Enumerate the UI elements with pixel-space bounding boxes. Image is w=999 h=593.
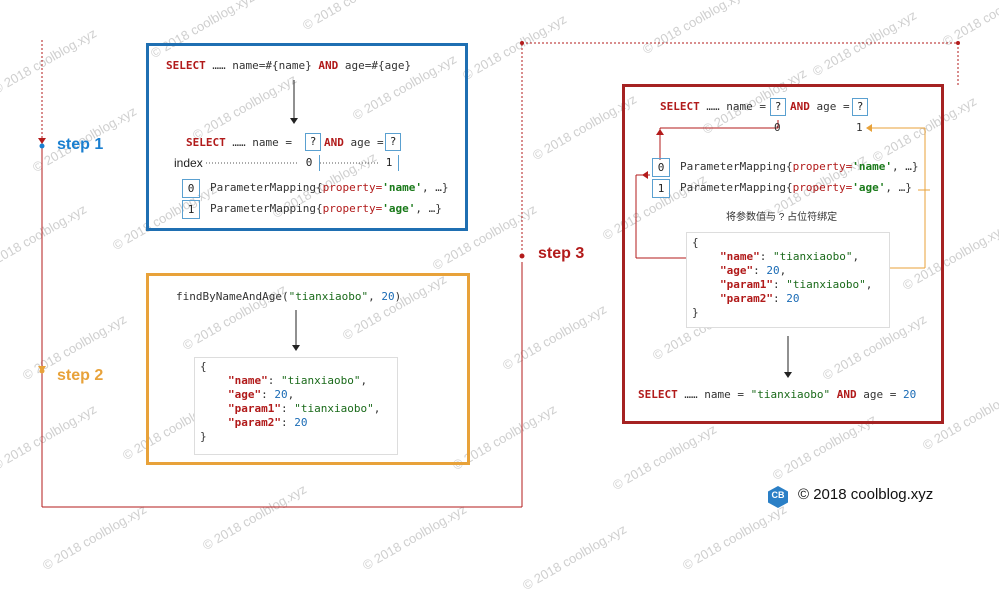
coolblog-logo: CB [766,485,790,509]
json-entry: "param2": 20 [720,292,800,305]
mapping-index: 1 [652,179,670,198]
step-3-label: step 3 [538,245,585,262]
placeholder-1: ? [385,133,401,151]
parameter-mapping-row: ParameterMapping{property='age', …} [210,202,442,215]
index-0: 0 [299,155,320,171]
step3-sql-and: AND age = [790,100,850,113]
index-1: 1 [380,155,399,171]
logo-text: CB [771,490,785,500]
bind-note: 将参数值与 ? 占位符绑定 [726,212,838,223]
json-entry: "name": "tianxiaobo", [720,250,860,263]
mapping-index: 0 [182,179,200,198]
step3-sql: SELECT …… name = [660,100,766,113]
footer-copyright: © 2018 coolblog.xyz [798,486,934,503]
parameter-mapping-row: ParameterMapping{property='name', …} [680,160,919,173]
method-call: findByNameAndAge("tianxiaobo", 20) [176,290,402,303]
json-open-brace: { [200,360,207,373]
json-close-brace: } [692,306,699,319]
step1-sql-parsed: SELECT …… name = [186,136,292,149]
step3-param-map [686,232,890,328]
step3-box [622,84,944,424]
step3-placeholder-0: ? [770,98,786,116]
parameter-mapping-row: ParameterMapping{property='age', …} [680,181,912,194]
step2-box [146,273,470,465]
final-sql: SELECT …… name = "tianxiaobo" AND age = … [638,388,917,401]
step3-index-1: 1 [856,121,863,134]
placeholder-0: ? [305,133,321,151]
step-1-label: step 1 [57,136,104,153]
mapping-index: 0 [652,158,670,177]
json-close-brace: } [200,430,207,443]
step-2-label: step 2 [57,367,104,384]
step3-index-0: 0 [774,121,781,134]
parameter-mapping-row: ParameterMapping{property='name', …} [210,181,449,194]
index-label: index [174,156,203,170]
step1-box [146,43,468,231]
step1-sql-and: AND age = [324,136,384,149]
json-open-brace: { [692,236,699,249]
json-entry: "age": 20, [228,388,295,401]
json-entry: "age": 20, [720,264,787,277]
json-entry: "param1": "tianxiaobo", [720,278,873,291]
step3-placeholder-1: ? [852,98,868,116]
mapping-index: 1 [182,200,200,219]
json-entry: "param2": 20 [228,416,308,429]
json-entry: "param1": "tianxiaobo", [228,402,381,415]
flow-connectors [38,40,960,508]
json-entry: "name": "tianxiaobo", [228,374,368,387]
step2-param-map [194,357,398,455]
step1-sql-template: SELECT …… name=#{name} AND age=#{age} [166,59,412,72]
